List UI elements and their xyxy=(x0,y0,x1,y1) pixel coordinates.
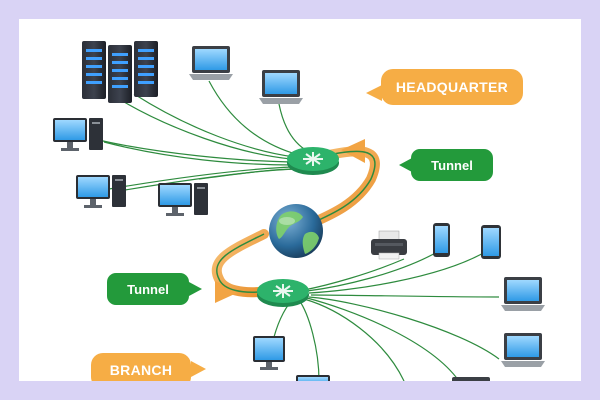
tunnel-label-bottom-text: Tunnel xyxy=(127,281,169,297)
desktop-pc-icon xyxy=(53,118,103,151)
network-diagram xyxy=(53,41,545,381)
headquarter-label-pointer xyxy=(366,85,382,101)
branch-links xyxy=(273,250,500,381)
tunnel-label-bottom: Tunnel xyxy=(107,273,189,305)
laptop-icon xyxy=(259,70,303,104)
laptop-icon xyxy=(501,333,545,367)
router-icon xyxy=(287,147,339,175)
branch-label: BRANCH xyxy=(91,353,191,381)
desktop-pc-icon xyxy=(76,175,126,208)
diagram-canvas: HEADQUARTER Tunnel Tunnel BRANCH xyxy=(19,19,581,381)
laptop-icon xyxy=(452,377,490,381)
tunnel-label-top-text: Tunnel xyxy=(431,157,473,173)
tunnel-label-top-pointer xyxy=(399,158,412,172)
desktop-pc-icon xyxy=(158,183,208,216)
laptop-icon xyxy=(189,46,233,80)
desktop-pc-icon xyxy=(296,375,330,381)
router-icon xyxy=(257,279,309,307)
headquarter-label: HEADQUARTER xyxy=(381,69,523,105)
smartphone-icon xyxy=(433,223,450,257)
branch-label-text: BRANCH xyxy=(109,362,173,378)
tunnel-label-top: Tunnel xyxy=(411,149,493,181)
server-rack-icon xyxy=(82,41,158,103)
tunnel-label-bottom-pointer xyxy=(189,282,202,296)
hq-links xyxy=(93,80,310,192)
globe-icon xyxy=(269,204,323,258)
desktop-pc-icon xyxy=(253,336,285,370)
headquarter-label-text: HEADQUARTER xyxy=(395,79,509,95)
laptop-icon xyxy=(501,277,545,311)
branch-label-pointer xyxy=(191,361,206,377)
printer-icon xyxy=(371,230,407,260)
tablet-icon xyxy=(481,225,501,259)
